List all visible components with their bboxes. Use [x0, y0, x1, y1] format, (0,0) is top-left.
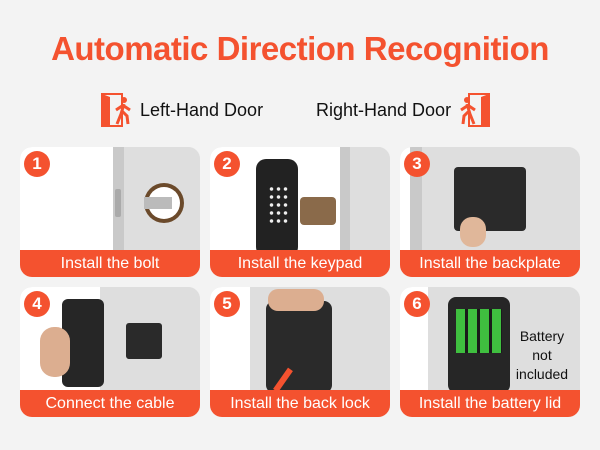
step-caption: Connect the cable	[20, 390, 200, 417]
right-hand-door-label: Right-Hand Door	[316, 99, 452, 120]
step-number: 1	[24, 151, 50, 177]
step-card-5: 5 Install the back lock	[210, 287, 390, 417]
right-door-walking-icon	[460, 93, 491, 127]
step-number: 4	[24, 291, 50, 317]
left-hand-door-label: Left-Hand Door	[140, 99, 264, 120]
step-card-3: 3 Install the backplate	[400, 147, 580, 277]
step-caption: Install the backplate	[400, 250, 580, 277]
page-title: Automatic Direction Recognition	[51, 30, 549, 67]
cable-photo	[20, 287, 200, 417]
step-card-1: 1 Install the bolt	[20, 147, 200, 277]
step-number: 2	[214, 151, 240, 177]
right-hand-door: Right-Hand Door	[316, 92, 491, 128]
step-caption: Install the keypad	[210, 250, 390, 277]
step-number: 6	[404, 291, 430, 317]
left-hand-door: Left-Hand Door	[100, 92, 263, 128]
door-direction-row: Left-Hand Door Right-Hand Door	[0, 92, 600, 128]
battery-not-included-note: Battery not included	[510, 327, 574, 384]
step-caption: Install the bolt	[20, 250, 200, 277]
step-number: 3	[404, 151, 430, 177]
step-caption: Install the battery lid	[400, 390, 580, 417]
step-card-6: Battery not included 6 Install the batte…	[400, 287, 580, 417]
note-line: included	[515, 366, 569, 382]
step-card-2: 2 Install the keypad	[210, 147, 390, 277]
note-line: Battery	[519, 328, 565, 344]
step-number: 5	[214, 291, 240, 317]
note-line: not	[532, 347, 552, 363]
step-card-4: 4 Connect the cable	[20, 287, 200, 417]
step-caption: Install the back lock	[210, 390, 390, 417]
left-door-walking-icon	[101, 93, 131, 127]
